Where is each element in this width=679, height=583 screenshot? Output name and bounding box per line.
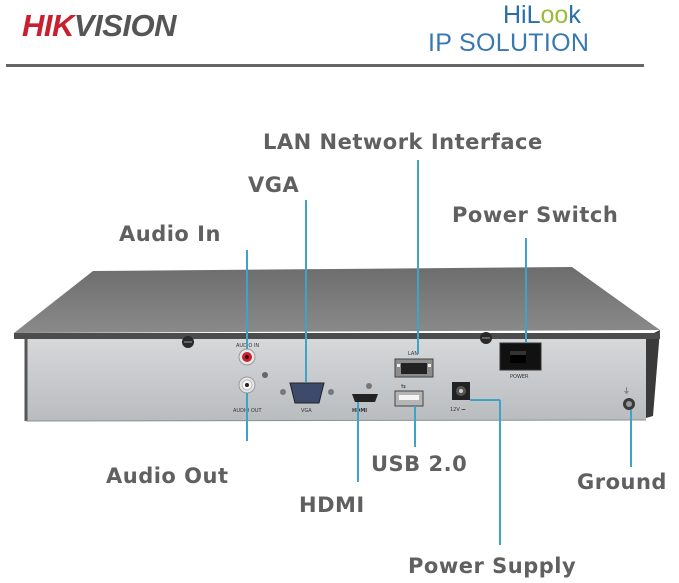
- vga-panel-label: VGA: [301, 408, 312, 414]
- hilook-logo: HiLook: [503, 1, 581, 30]
- screw-icon: [480, 332, 492, 344]
- hikvision-logo: HIKVISION: [22, 8, 176, 44]
- logo-vision-text: VISION: [73, 8, 177, 43]
- callout-audio-out: Audio Out: [106, 464, 229, 488]
- callout-ground: Ground: [577, 470, 667, 494]
- hilook-hi-text: HiL: [503, 1, 541, 29]
- audio-in-port: [238, 348, 256, 366]
- callout-lan-network-interface: LAN Network Interface: [263, 130, 543, 154]
- hilook-k-text: k: [568, 1, 581, 29]
- logo-hik-text: HIK: [22, 8, 74, 43]
- callout-usb: USB 2.0: [371, 452, 468, 476]
- screw-icon: [182, 336, 194, 348]
- screw-icon: [262, 372, 268, 378]
- ground-screw: [623, 398, 635, 410]
- chassis-side: [646, 330, 660, 418]
- dc-power-port: [452, 382, 470, 400]
- lan-port: [394, 358, 434, 378]
- callout-power-supply: Power Supply: [408, 554, 577, 578]
- chassis-top: [14, 267, 660, 333]
- chassis-front-rim: [14, 333, 660, 339]
- product-line: IP SOLUTION: [428, 29, 590, 57]
- power-switch: [499, 342, 542, 371]
- hdmi-panel-label: HDMI: [352, 408, 367, 414]
- hdmi-port: [352, 383, 378, 402]
- hilook-oo-text: oo: [540, 1, 569, 29]
- callout-hdmi: HDMI: [299, 493, 365, 517]
- usb-icon: ⇆: [401, 383, 406, 390]
- header-divider: [6, 64, 644, 67]
- lan-panel-label: LAN: [408, 351, 418, 357]
- ground-symbol-icon: ⏚: [623, 387, 630, 395]
- callout-power-switch: Power Switch: [452, 203, 619, 227]
- usb-port: [394, 390, 424, 407]
- audio-out-port: [238, 376, 256, 394]
- callout-vga: VGA: [248, 173, 300, 197]
- dc-panel-label: 12V ⎓: [450, 407, 465, 413]
- vga-port: [280, 382, 334, 404]
- power-panel-label: POWER: [510, 374, 529, 380]
- callout-audio-in: Audio In: [119, 222, 221, 246]
- rear-panel: [26, 339, 646, 421]
- leader-lines: [246, 160, 632, 545]
